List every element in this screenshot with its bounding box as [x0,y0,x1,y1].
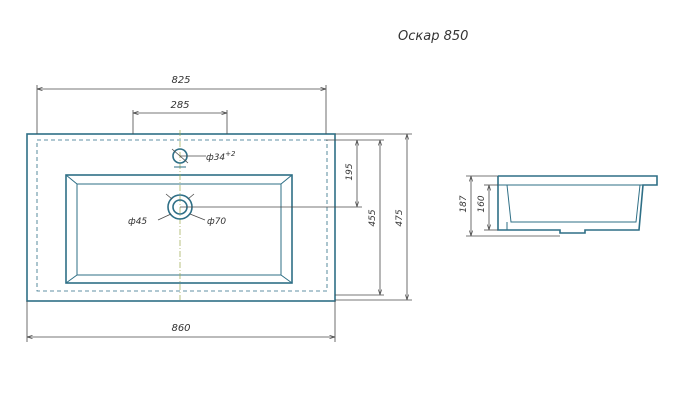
side-profile-outline [497,175,658,234]
top-width-dimension: 825 [36,75,327,134]
drain-leader-right [189,213,206,221]
bottom-width-label: 860 [171,323,190,334]
side-height-dimensions: 187 160 [459,175,560,237]
hole-offset-label: 195 [345,163,355,180]
tap-hole-cross [171,148,189,164]
side-bowl-height-label: 160 [477,195,487,212]
drain-inner-label: ф45 [128,217,147,227]
drain-tick-top-right [187,193,195,200]
total-depth-label: 475 [395,209,405,226]
hole-spacing-label: 285 [170,100,189,111]
tap-hole-label: ф34+2 [206,150,236,163]
sink-top-view: ф34+2 ф45 ф70 [26,130,362,302]
side-total-height-label: 187 [459,195,469,212]
hole-spacing-dimension: 285 [132,100,228,134]
drawing-title: Оскар 850 [398,29,468,44]
side-bowl-inner [506,184,641,223]
sink-side-view [497,175,658,234]
top-width-label: 825 [171,75,190,86]
drain-outer-label: ф70 [207,217,226,227]
bowl-inner [76,183,282,276]
drain-tick-top-left [165,193,173,200]
bowl-bevel-lines [65,174,293,284]
sink-outer-rim [26,133,336,302]
bowl-depth-label: 455 [368,209,378,226]
right-depth-dimensions: 195 455 475 [326,133,412,301]
sink-hidden-outline [36,139,328,292]
drain-leader-left [157,213,172,221]
bowl-outer [65,174,293,284]
bottom-width-dimension: 860 [26,301,336,342]
